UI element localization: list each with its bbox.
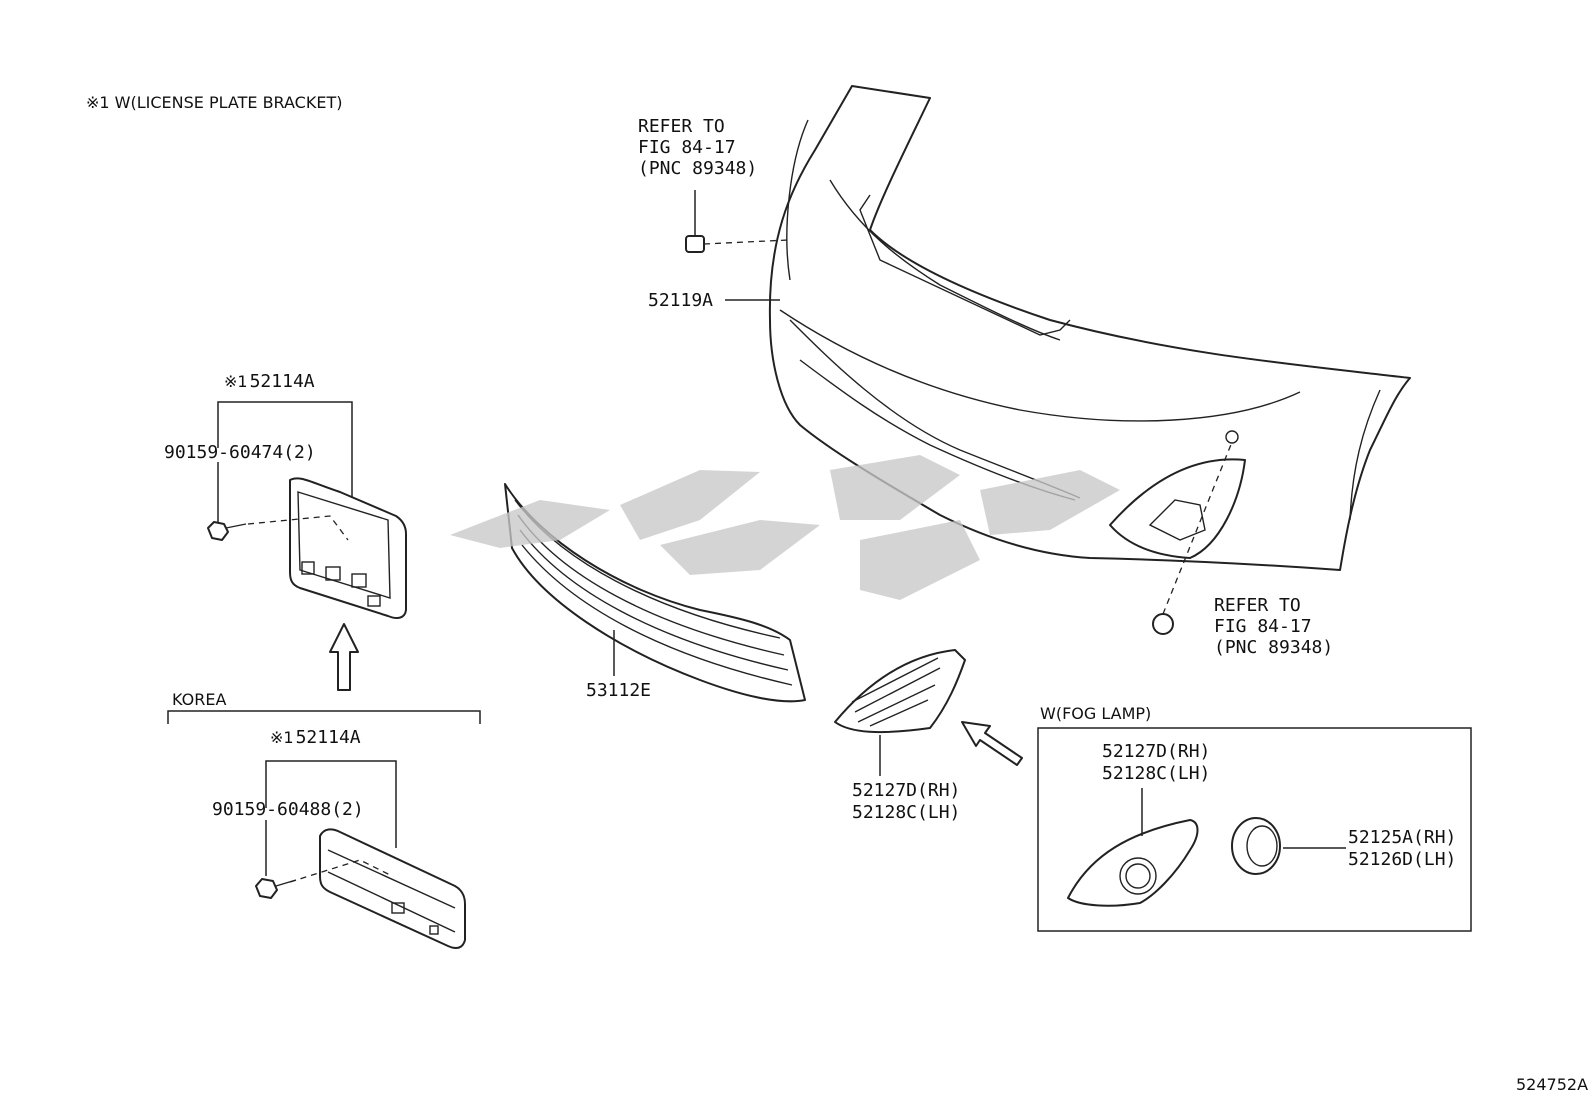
illustration-id: 524752A — [1516, 1075, 1588, 1094]
fog-cover-drawing — [834, 649, 966, 776]
label-fog-box-ring: 52125A(RH) 52126D(LH) — [1348, 827, 1467, 870]
bumper-cover-drawing — [768, 85, 1411, 571]
fog-lamp-box — [1037, 727, 1472, 932]
label-korea: KOREA — [172, 690, 226, 709]
label-bumper-cover: 52119A — [648, 290, 713, 311]
label-screw-bottom: 90159-60488(2) — [212, 799, 364, 820]
bracket-bottom-drawing — [289, 828, 466, 949]
refer-top-text: REFER TO FIG 84-17 (PNC 89348) — [638, 116, 757, 179]
fog-box-cover-drawing — [1067, 788, 1199, 907]
label-fog-cover-main: 52127D(RH) 52128C(LH) — [852, 780, 971, 823]
fog-box-title: W(FOG LAMP) — [1040, 704, 1151, 723]
note-header: ※1 W(LICENSE PLATE BRACKET) — [86, 93, 342, 112]
bracket-top-drawing — [247, 477, 407, 619]
screw-top-icon — [207, 521, 247, 541]
screw-bottom-icon — [255, 878, 297, 899]
fog-ring-drawing — [1231, 817, 1346, 875]
label-fog-box-cover: 52127D(RH) 52128C(LH) — [1102, 741, 1221, 784]
arrow-up-icon — [329, 623, 359, 691]
label-screw-top: 90159-60474(2) — [164, 442, 316, 463]
label-lower-grille: 53112E — [586, 680, 651, 701]
clip-top-drawing — [685, 190, 789, 253]
clip-bottom-drawing — [1152, 441, 1233, 635]
refer-bottom-text: REFER TO FIG 84-17 (PNC 89348) — [1214, 595, 1333, 658]
arrow-fog-icon — [961, 721, 1023, 766]
watermark-logo — [450, 455, 1120, 600]
